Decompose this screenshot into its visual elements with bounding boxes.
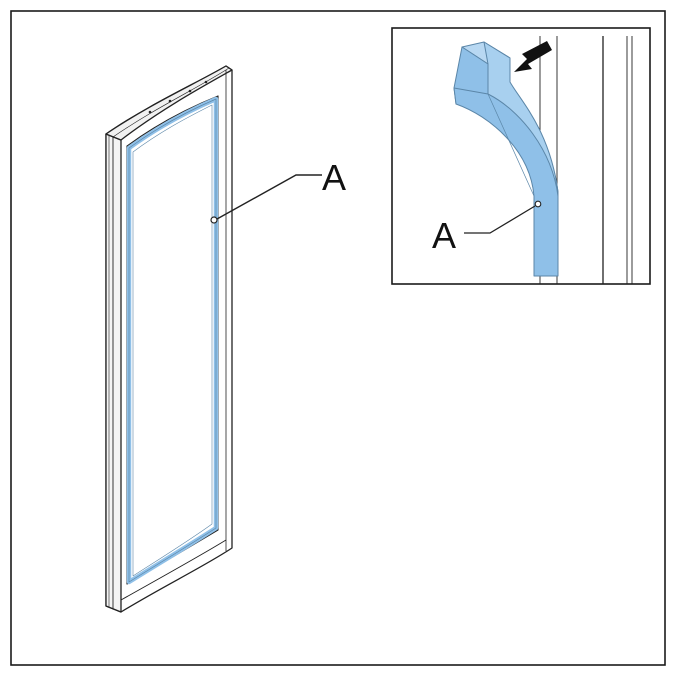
door-seal-gasket: [126, 96, 219, 585]
insert-direction-arrow: [514, 41, 552, 72]
main-callout-dot: [210, 216, 218, 224]
main-callout: A: [210, 157, 346, 224]
detail-inset: A: [391, 27, 651, 285]
main-callout-label: A: [322, 157, 346, 198]
detail-callout-dot: [534, 200, 542, 208]
detail-callout-leader: [464, 205, 536, 234]
figure-border: [10, 10, 666, 666]
detail-callout-label: A: [432, 215, 456, 256]
main-callout-leader: [216, 174, 322, 220]
detail-gasket: [453, 41, 559, 277]
